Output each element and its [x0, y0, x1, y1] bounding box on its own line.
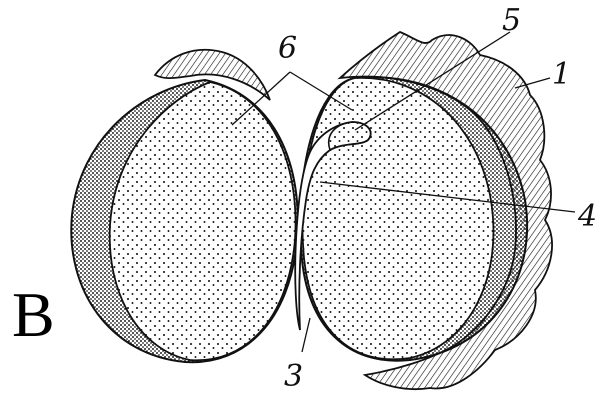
label-5: 5 [502, 3, 521, 38]
label-1: 1 [552, 57, 571, 92]
label-4: 4 [577, 199, 597, 234]
left-cotyledon [71, 80, 298, 362]
label-6: 6 [278, 31, 297, 66]
label-3: 3 [284, 359, 303, 394]
panel-letter: B [12, 279, 55, 350]
